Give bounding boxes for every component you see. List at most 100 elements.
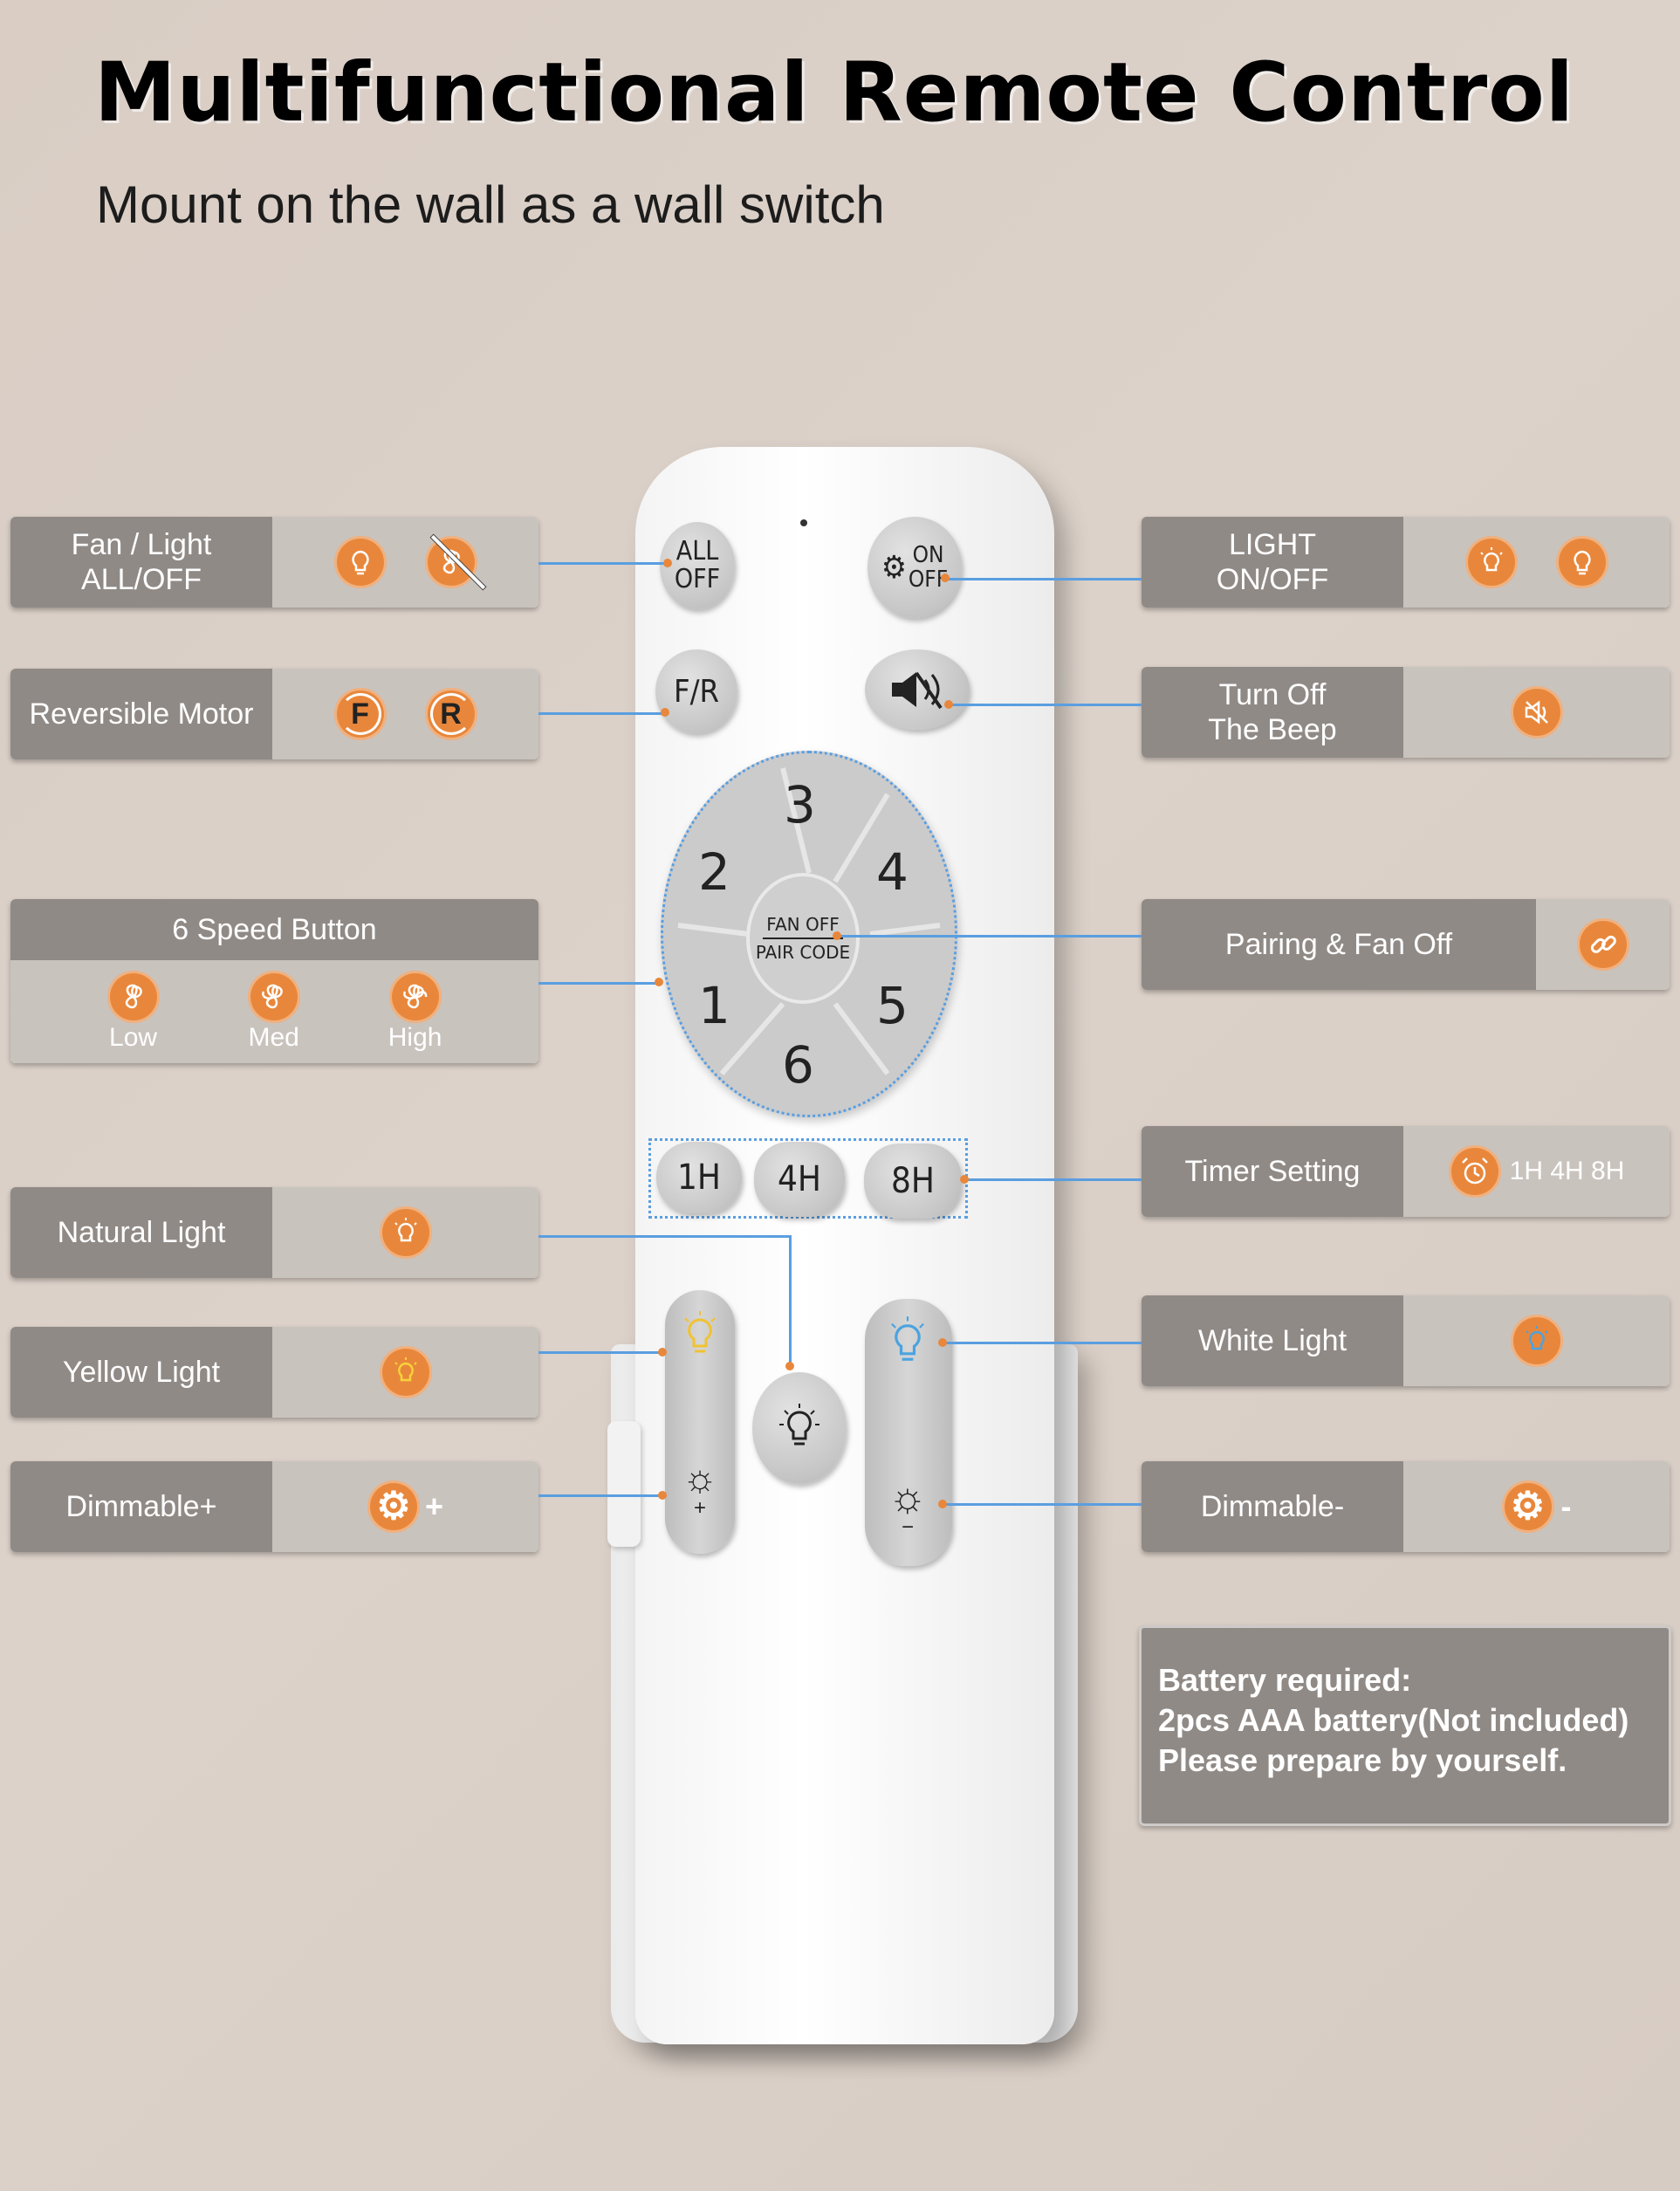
speed-2-button[interactable]: 2 <box>698 842 730 902</box>
timer-1h-button[interactable]: 1H <box>656 1142 742 1213</box>
speed-3-button[interactable]: 3 <box>784 775 816 835</box>
connector-dot <box>960 1175 969 1184</box>
yellow-light-label: Yellow Light <box>10 1327 272 1418</box>
beep-icons <box>1403 667 1670 758</box>
reversible-icons: F R <box>272 669 538 759</box>
timer-8h-button[interactable]: 8H <box>864 1144 962 1219</box>
ir-indicator <box>800 519 807 526</box>
bulb-icon <box>1555 536 1608 588</box>
connector-natural-v <box>789 1235 792 1366</box>
connector-timer <box>963 1178 1142 1181</box>
fr-label: F/R <box>673 673 720 710</box>
yellow-bulb-icon <box>379 1346 432 1398</box>
fr-button[interactable]: F/R <box>655 649 737 733</box>
timer-4h-label: 4H <box>778 1159 821 1199</box>
pairing-label: Pairing & Fan Off <box>1142 899 1536 990</box>
connector-white <box>943 1342 1142 1344</box>
mute-button[interactable] <box>865 649 970 730</box>
yellow-light-panel: Yellow Light <box>10 1327 538 1418</box>
white-light-label: White Light <box>1142 1295 1403 1386</box>
pairing-panel: Pairing & Fan Off <box>1142 899 1670 990</box>
light-on-off-icons <box>1403 517 1670 608</box>
fan-light-all-off-panel: Fan / Light ALL/OFF <box>10 517 538 608</box>
connector-dot <box>785 1362 794 1370</box>
battery-note: Battery required: 2pcs AAA battery(Not i… <box>1139 1625 1671 1826</box>
white-light-button[interactable] <box>880 1315 936 1384</box>
mute-icon <box>892 671 943 710</box>
speed-high-label: High <box>387 1023 442 1052</box>
gear-icon: ⚙ <box>1501 1480 1554 1533</box>
dimmable-plus-icons: ⚙ + <box>272 1461 538 1552</box>
speed-4-button[interactable]: 4 <box>876 842 909 902</box>
speed-low-label: Low <box>109 1023 158 1052</box>
fan-off-icon <box>424 534 485 590</box>
dial-dividers <box>677 767 941 1075</box>
light-on-off-label: LIGHT ON/OFF <box>1142 517 1403 608</box>
connector-dot <box>944 700 953 709</box>
dim-plus-button[interactable]: ☼ + <box>674 1458 726 1528</box>
forward-icon: F <box>333 688 387 740</box>
white-bulb-icon <box>1510 1315 1563 1367</box>
dim-minus-button[interactable]: ☼ − <box>880 1475 936 1545</box>
plus-sign: + <box>424 1488 444 1524</box>
timer-1h-label: 1H <box>677 1157 721 1198</box>
fan-light-icons <box>272 517 538 608</box>
dimmable-minus-icons: ⚙ - <box>1403 1461 1670 1552</box>
fan-light-all-off-label: Fan / Light ALL/OFF <box>10 517 272 608</box>
connector-all-off <box>538 562 668 565</box>
alarm-icon <box>1448 1145 1501 1198</box>
fan-icon <box>388 971 442 1023</box>
reversible-motor-panel: Reversible Motor F R <box>10 669 538 759</box>
yellow-light-button[interactable] <box>672 1309 728 1379</box>
side-clip <box>607 1421 641 1547</box>
connector-dot <box>938 1338 947 1347</box>
dimmable-minus-panel: Dimmable- ⚙ - <box>1142 1461 1670 1552</box>
connector-dot <box>655 978 663 986</box>
connector-beep <box>950 704 1142 706</box>
fan-off-pair-button[interactable]: FAN OFF PAIR CODE <box>746 873 860 1004</box>
timer-values: 1H 4H 8H <box>1509 1157 1625 1185</box>
timer-4h-button[interactable]: 4H <box>754 1142 845 1217</box>
white-bulb-icon <box>891 1316 924 1361</box>
sun-icon: ☼ <box>682 1457 718 1500</box>
connector-dot <box>941 574 950 582</box>
dimmable-minus-label: Dimmable- <box>1142 1461 1403 1552</box>
bulb-icon <box>333 536 387 588</box>
timer-8h-label: 8H <box>891 1161 935 1201</box>
dimmable-plus-label: Dimmable+ <box>10 1461 272 1552</box>
yellow-dim-plus-pill <box>665 1290 735 1554</box>
reverse-icon: R <box>424 688 477 740</box>
white-light-icons <box>1403 1295 1670 1386</box>
white-dim-minus-pill <box>865 1299 952 1566</box>
gear-icon: ⚙ <box>881 549 907 586</box>
natural-light-panel: Natural Light <box>10 1187 538 1278</box>
timer-icons: 1H 4H 8H <box>1403 1126 1670 1217</box>
connector-dot <box>658 1348 667 1356</box>
dimmable-plus-panel: Dimmable+ ⚙ + <box>10 1461 538 1552</box>
natural-light-button[interactable] <box>752 1372 847 1484</box>
connector-dot <box>833 931 841 940</box>
speed-panel: 6 Speed Button Low Med High <box>10 899 538 1063</box>
center-label-bottom: PAIR CODE <box>755 942 851 963</box>
battery-line-2: 2pcs AAA battery(Not included) <box>1158 1702 1629 1738</box>
speed-panel-title: 6 Speed Button <box>10 899 538 960</box>
on-off-line1: ON <box>912 542 944 568</box>
connector-dim-minus <box>943 1503 1142 1506</box>
beep-panel: Turn Off The Beep <box>1142 667 1670 758</box>
connector-speed <box>538 982 659 985</box>
connector-dim-plus <box>538 1494 662 1497</box>
speed-6-button[interactable]: 6 <box>782 1035 814 1095</box>
battery-line-3: Please prepare by yourself. <box>1158 1742 1567 1778</box>
minus-sign: - <box>1560 1488 1572 1524</box>
light-on-off-button[interactable]: ⚙ ON OFF <box>867 517 962 618</box>
timer-panel: Timer Setting 1H 4H 8H <box>1142 1126 1670 1217</box>
minus-mark: − <box>901 1515 914 1539</box>
all-off-button[interactable]: ALL OFF <box>660 522 735 609</box>
speed-med-label: Med <box>248 1023 299 1052</box>
bulb-icon <box>779 1404 819 1446</box>
center-label-top: FAN OFF <box>766 914 840 935</box>
connector-dot <box>658 1491 667 1500</box>
speed-5-button[interactable]: 5 <box>876 976 909 1035</box>
page-subtitle: Mount on the wall as a wall switch <box>96 175 885 234</box>
speed-1-button[interactable]: 1 <box>698 976 730 1035</box>
